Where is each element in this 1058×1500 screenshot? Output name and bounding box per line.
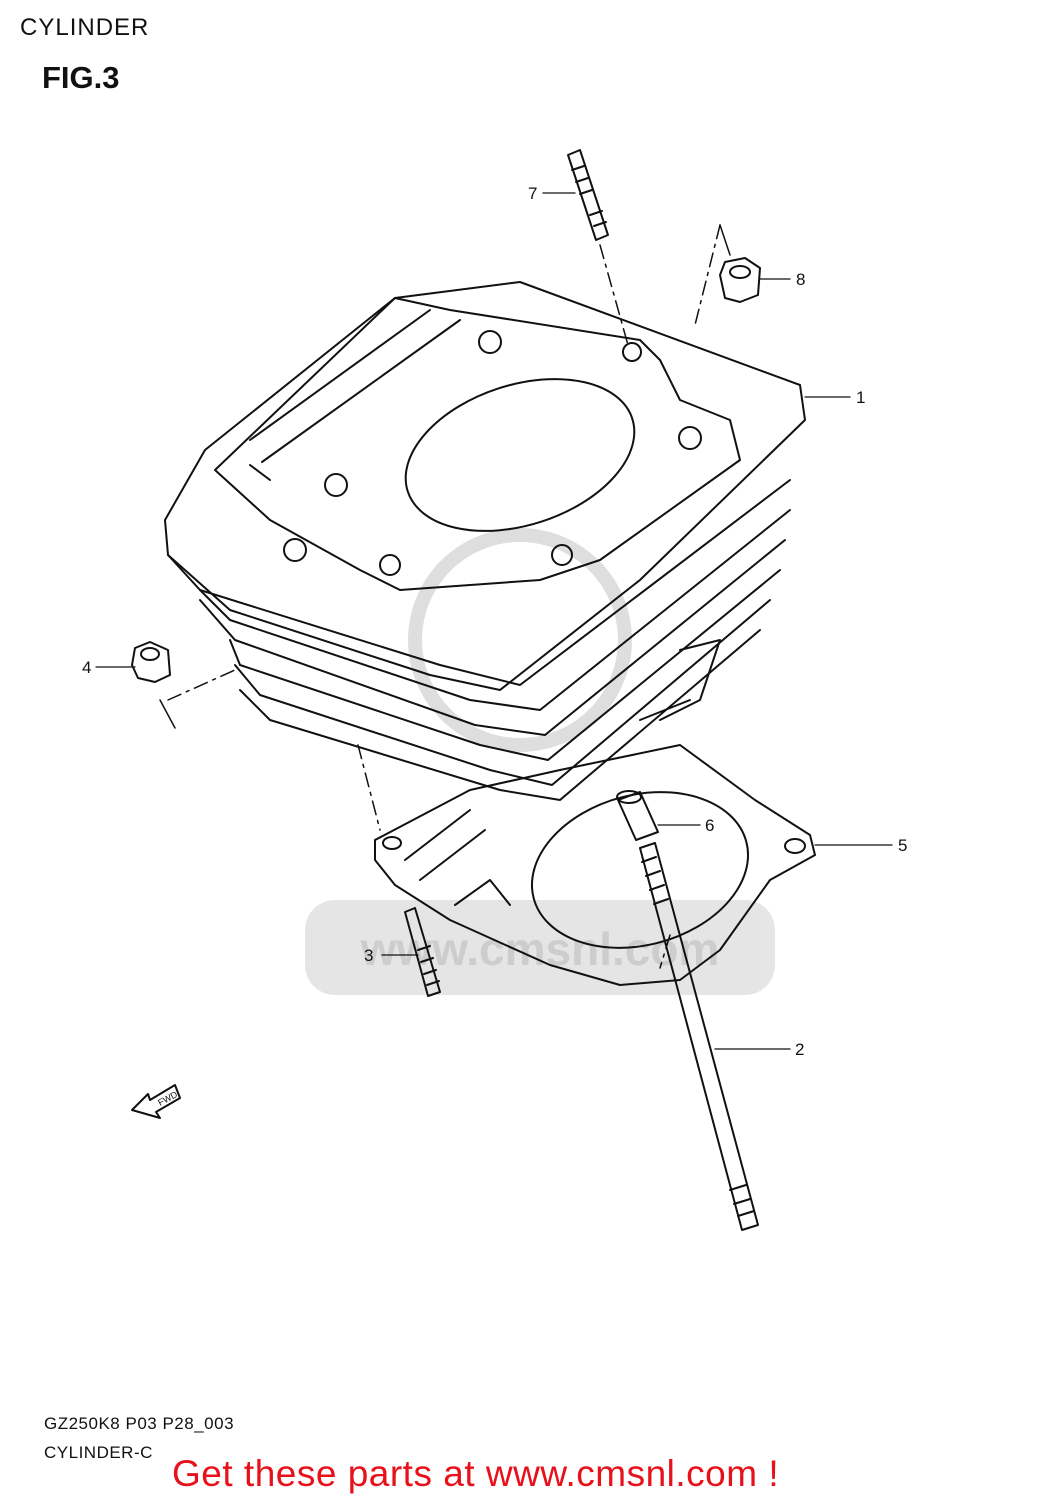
callout-1: 1: [856, 388, 865, 407]
promo-link[interactable]: Get these parts at www.cmsnl.com !: [172, 1453, 780, 1494]
diagram-code: GZ250K8 P03 P28_003: [44, 1414, 235, 1433]
nut-8: [719, 257, 761, 303]
callout-2: 2: [795, 1040, 804, 1059]
cylinder-body: [164, 281, 806, 801]
callouts: 7 8 1 4 6 5 3 2: [82, 184, 907, 1059]
dowel-pin-6: [616, 790, 659, 841]
stud-bolt-2: [639, 842, 759, 1231]
callout-4: 4: [82, 658, 91, 677]
stud-bolt-7: [567, 149, 609, 241]
figure-label: FIG.3: [42, 60, 120, 95]
callout-6: 6: [705, 816, 714, 835]
callout-3: 3: [364, 946, 373, 965]
callout-7: 7: [528, 184, 537, 203]
leader-lines: [95, 192, 893, 1050]
diagram-name: CYLINDER-C: [44, 1443, 153, 1462]
callout-8: 8: [796, 270, 805, 289]
forward-arrow-icon: [131, 1084, 181, 1119]
page-title: CYLINDER: [20, 14, 150, 41]
watermark-text: www.cmsnl.com: [360, 923, 720, 975]
callout-5: 5: [898, 836, 907, 855]
nut-4: [131, 641, 171, 683]
watermark-logo: www.cmsnl.com: [305, 528, 775, 995]
base-gasket: [374, 744, 816, 986]
stud-bolt-3: [404, 907, 441, 997]
alignment-lines: [167, 224, 721, 969]
